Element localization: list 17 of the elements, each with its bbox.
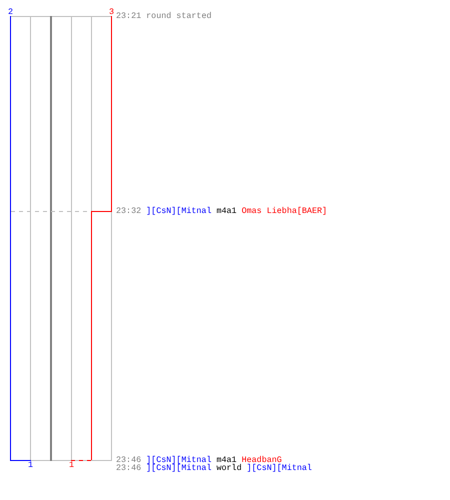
player-name: ][CsN][Mitnal: [246, 464, 312, 472]
player-name: Omas Liebha[BAER]: [242, 207, 328, 215]
weapon-name: world: [216, 464, 242, 472]
player-name: HeadbanG: [242, 456, 282, 464]
count-label: 1: [68, 461, 74, 469]
count-label: 1: [28, 461, 34, 469]
time-label: 23:32: [116, 207, 142, 215]
time-label: 23:46: [116, 464, 142, 472]
weapon-name: m4a1: [216, 456, 237, 464]
player-name: ][CsN][Mitnal: [146, 464, 212, 472]
weapon-name: m4a1: [216, 207, 237, 215]
player-name: ][CsN][Mitnal: [146, 456, 212, 464]
time-label: 23:46: [116, 456, 142, 464]
event-text: 23:21 round started: [116, 12, 212, 20]
count-label: 2: [8, 8, 14, 16]
count-label: 3: [108, 8, 114, 16]
player-name: ][CsN][Mitnal: [146, 207, 212, 215]
